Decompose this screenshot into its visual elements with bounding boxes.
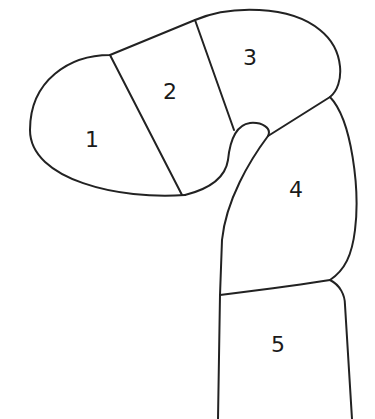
callout-number: 2 bbox=[163, 81, 177, 103]
divider-line bbox=[195, 20, 234, 130]
outer-outline bbox=[30, 10, 356, 419]
inner-process-outline bbox=[185, 123, 269, 419]
divider-line bbox=[220, 280, 330, 295]
callout-number: 1 bbox=[85, 129, 99, 151]
callout-number: 3 bbox=[243, 47, 257, 69]
divider-line bbox=[268, 97, 330, 136]
callout-number: 4 bbox=[289, 179, 303, 201]
divider-line bbox=[110, 55, 182, 195]
callout-number: 5 bbox=[271, 334, 285, 356]
